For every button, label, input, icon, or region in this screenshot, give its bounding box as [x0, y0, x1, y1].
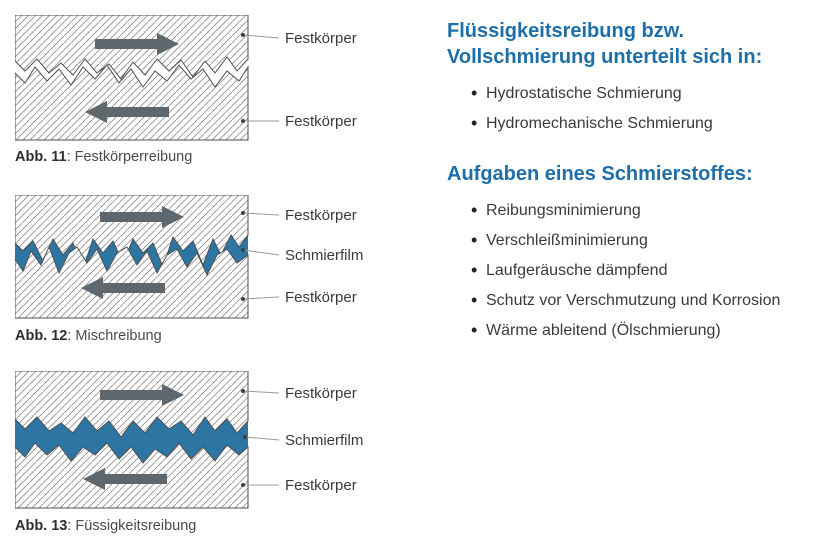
- upper-solid-block: [14, 370, 249, 438]
- motion-arrow-right: [95, 33, 179, 55]
- list-item: Reibungsminimierung: [471, 201, 792, 220]
- motion-arrow-left: [81, 277, 165, 299]
- figure-mischreibung: Festkörper Schmierfilm Festkörper Abb. 1…: [14, 194, 420, 344]
- motion-arrow-right: [100, 206, 184, 228]
- mischreibung-diagram: Festkörper Schmierfilm Festkörper: [14, 194, 363, 319]
- schmierstoff-aufgaben-list: Reibungsminimierung Verschleißminimierun…: [447, 201, 792, 340]
- caption-number: Abb. 11: [15, 149, 67, 165]
- heading-aufgaben-schmierstoff: Aufgaben eines Schmierstoffes:: [447, 163, 753, 185]
- leader-bottom: Festkörper: [241, 477, 357, 494]
- caption-number: Abb. 12: [15, 328, 68, 344]
- motion-arrow-right: [100, 384, 184, 406]
- text-column: Flüssigkeitsreibung bzw. Vollschmierung …: [447, 18, 792, 351]
- leader-bottom: Festkörper: [241, 289, 357, 306]
- list-item: Verschleißminimierung: [471, 231, 792, 250]
- leader-top: Festkörper: [241, 207, 357, 224]
- figure-caption: Abb. 12: Mischreibung: [15, 328, 420, 344]
- figure-festkoerperreibung: Festkörper Festkörper Abb. 11: Festkörpe…: [14, 14, 420, 165]
- leader-middle: Schmierfilm: [241, 247, 363, 264]
- motion-arrow-left: [85, 101, 169, 123]
- list-item: Laufgeräusche dämpfend: [471, 261, 792, 280]
- label-festkoerper-bottom: Festkörper: [285, 477, 357, 494]
- caption-number: Abb. 13: [15, 518, 68, 534]
- figure-caption: Abb. 13: Füssigkeitsreibung: [15, 518, 420, 534]
- label-festkoerper-bottom: Festkörper: [285, 113, 357, 130]
- figure-fluessigkeitsreibung: Festkörper Schmierfilm Festkörper Abb. 1…: [14, 370, 420, 534]
- lower-solid-block: [14, 245, 249, 319]
- label-festkoerper-top: Festkörper: [285, 30, 357, 47]
- list-item: Wärme ableitend (Ölschmierung): [471, 321, 792, 340]
- list-item: Hydromechanische Schmierung: [471, 114, 792, 133]
- fluessigkeitsreibung-diagram: Festkörper Schmierfilm Festkörper: [14, 370, 363, 509]
- label-festkoerper-top: Festkörper: [285, 385, 357, 402]
- leader-top: Festkörper: [241, 30, 357, 47]
- list-item: Schutz vor Verschmutzung und Korrosion: [471, 291, 792, 310]
- figure-caption: Abb. 11: Festkörperreibung: [15, 149, 420, 165]
- label-schmierfilm: Schmierfilm: [285, 247, 363, 264]
- caption-title: : Füssigkeitsreibung: [67, 518, 197, 534]
- figure-column: Festkörper Festkörper Abb. 11: Festkörpe…: [14, 14, 420, 534]
- list-item: Hydrostatische Schmierung: [471, 84, 792, 103]
- motion-arrow-left: [83, 468, 167, 490]
- leader-top: Festkörper: [241, 385, 357, 402]
- vollschmierung-list: Hydrostatische Schmierung Hydromechanisc…: [447, 84, 792, 133]
- leader-middle: Schmierfilm: [243, 432, 363, 449]
- leader-bottom: Festkörper: [241, 113, 357, 130]
- label-schmierfilm: Schmierfilm: [285, 432, 363, 449]
- label-festkoerper-bottom: Festkörper: [285, 289, 357, 306]
- caption-title: : Mischreibung: [67, 328, 162, 344]
- lower-solid-block: [14, 64, 249, 141]
- heading-vollschmierung: Flüssigkeitsreibung bzw. Vollschmierung …: [447, 20, 763, 68]
- label-festkoerper-top: Festkörper: [285, 207, 357, 224]
- festkoerperreibung-diagram: Festkörper Festkörper: [14, 14, 357, 141]
- caption-title: : Festkörperreibung: [66, 149, 193, 165]
